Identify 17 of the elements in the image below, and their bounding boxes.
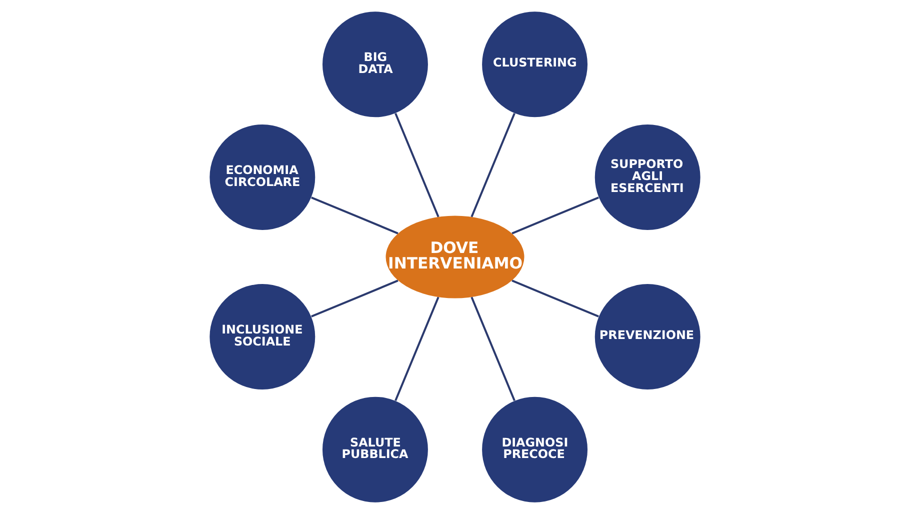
- node-circle: BIG DATA: [322, 12, 428, 118]
- connector: [394, 113, 440, 218]
- connector: [470, 296, 516, 401]
- connector: [512, 280, 599, 318]
- connector: [394, 296, 440, 401]
- node-circle: ECONOMIA CIRCOLARE: [210, 124, 316, 230]
- node-circle: CLUSTERING: [482, 12, 588, 118]
- connector: [311, 196, 398, 234]
- node-circle: DIAGNOSI PRECOCE: [482, 396, 588, 502]
- node-ellipse: DOVE INTERVENIAMO: [386, 216, 524, 298]
- connector: [512, 196, 599, 234]
- node-circle: PREVENZIONE: [594, 284, 700, 390]
- connector: [311, 280, 398, 318]
- connector: [470, 113, 516, 218]
- node-circle: INCLUSIONE SOCIALE: [210, 284, 316, 390]
- node-circle: SALUTE PUBBLICA: [322, 396, 428, 502]
- node-circle: SUPPORTO AGLI ESERCENTI: [594, 124, 700, 230]
